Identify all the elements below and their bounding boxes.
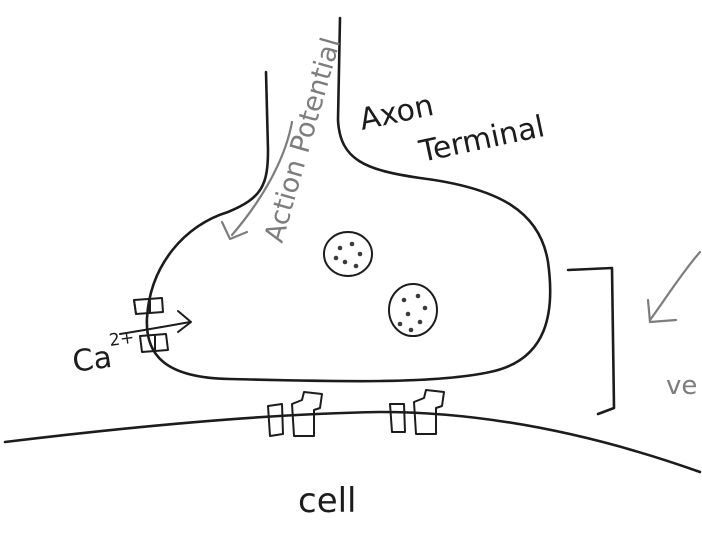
- axon-terminal-label-line1: Axon: [356, 88, 436, 138]
- synaptic-vesicle-1: [324, 232, 372, 276]
- right-edge-arrow-shaft: [650, 252, 700, 320]
- action-potential-label: Action Potential: [259, 34, 347, 246]
- calcium-arrow-head: [178, 311, 191, 332]
- axon-terminal-outline: [147, 18, 550, 381]
- postsynaptic-membrane: [5, 412, 700, 472]
- cut-off-label: ve: [666, 371, 697, 401]
- cell-label: cell: [298, 481, 357, 521]
- calcium-label: Ca: [70, 340, 114, 380]
- synaptic-vesicle-2: [389, 284, 437, 336]
- calcium-charge-label: 2+: [108, 328, 136, 351]
- synaptic-cleft-bracket: [568, 268, 614, 414]
